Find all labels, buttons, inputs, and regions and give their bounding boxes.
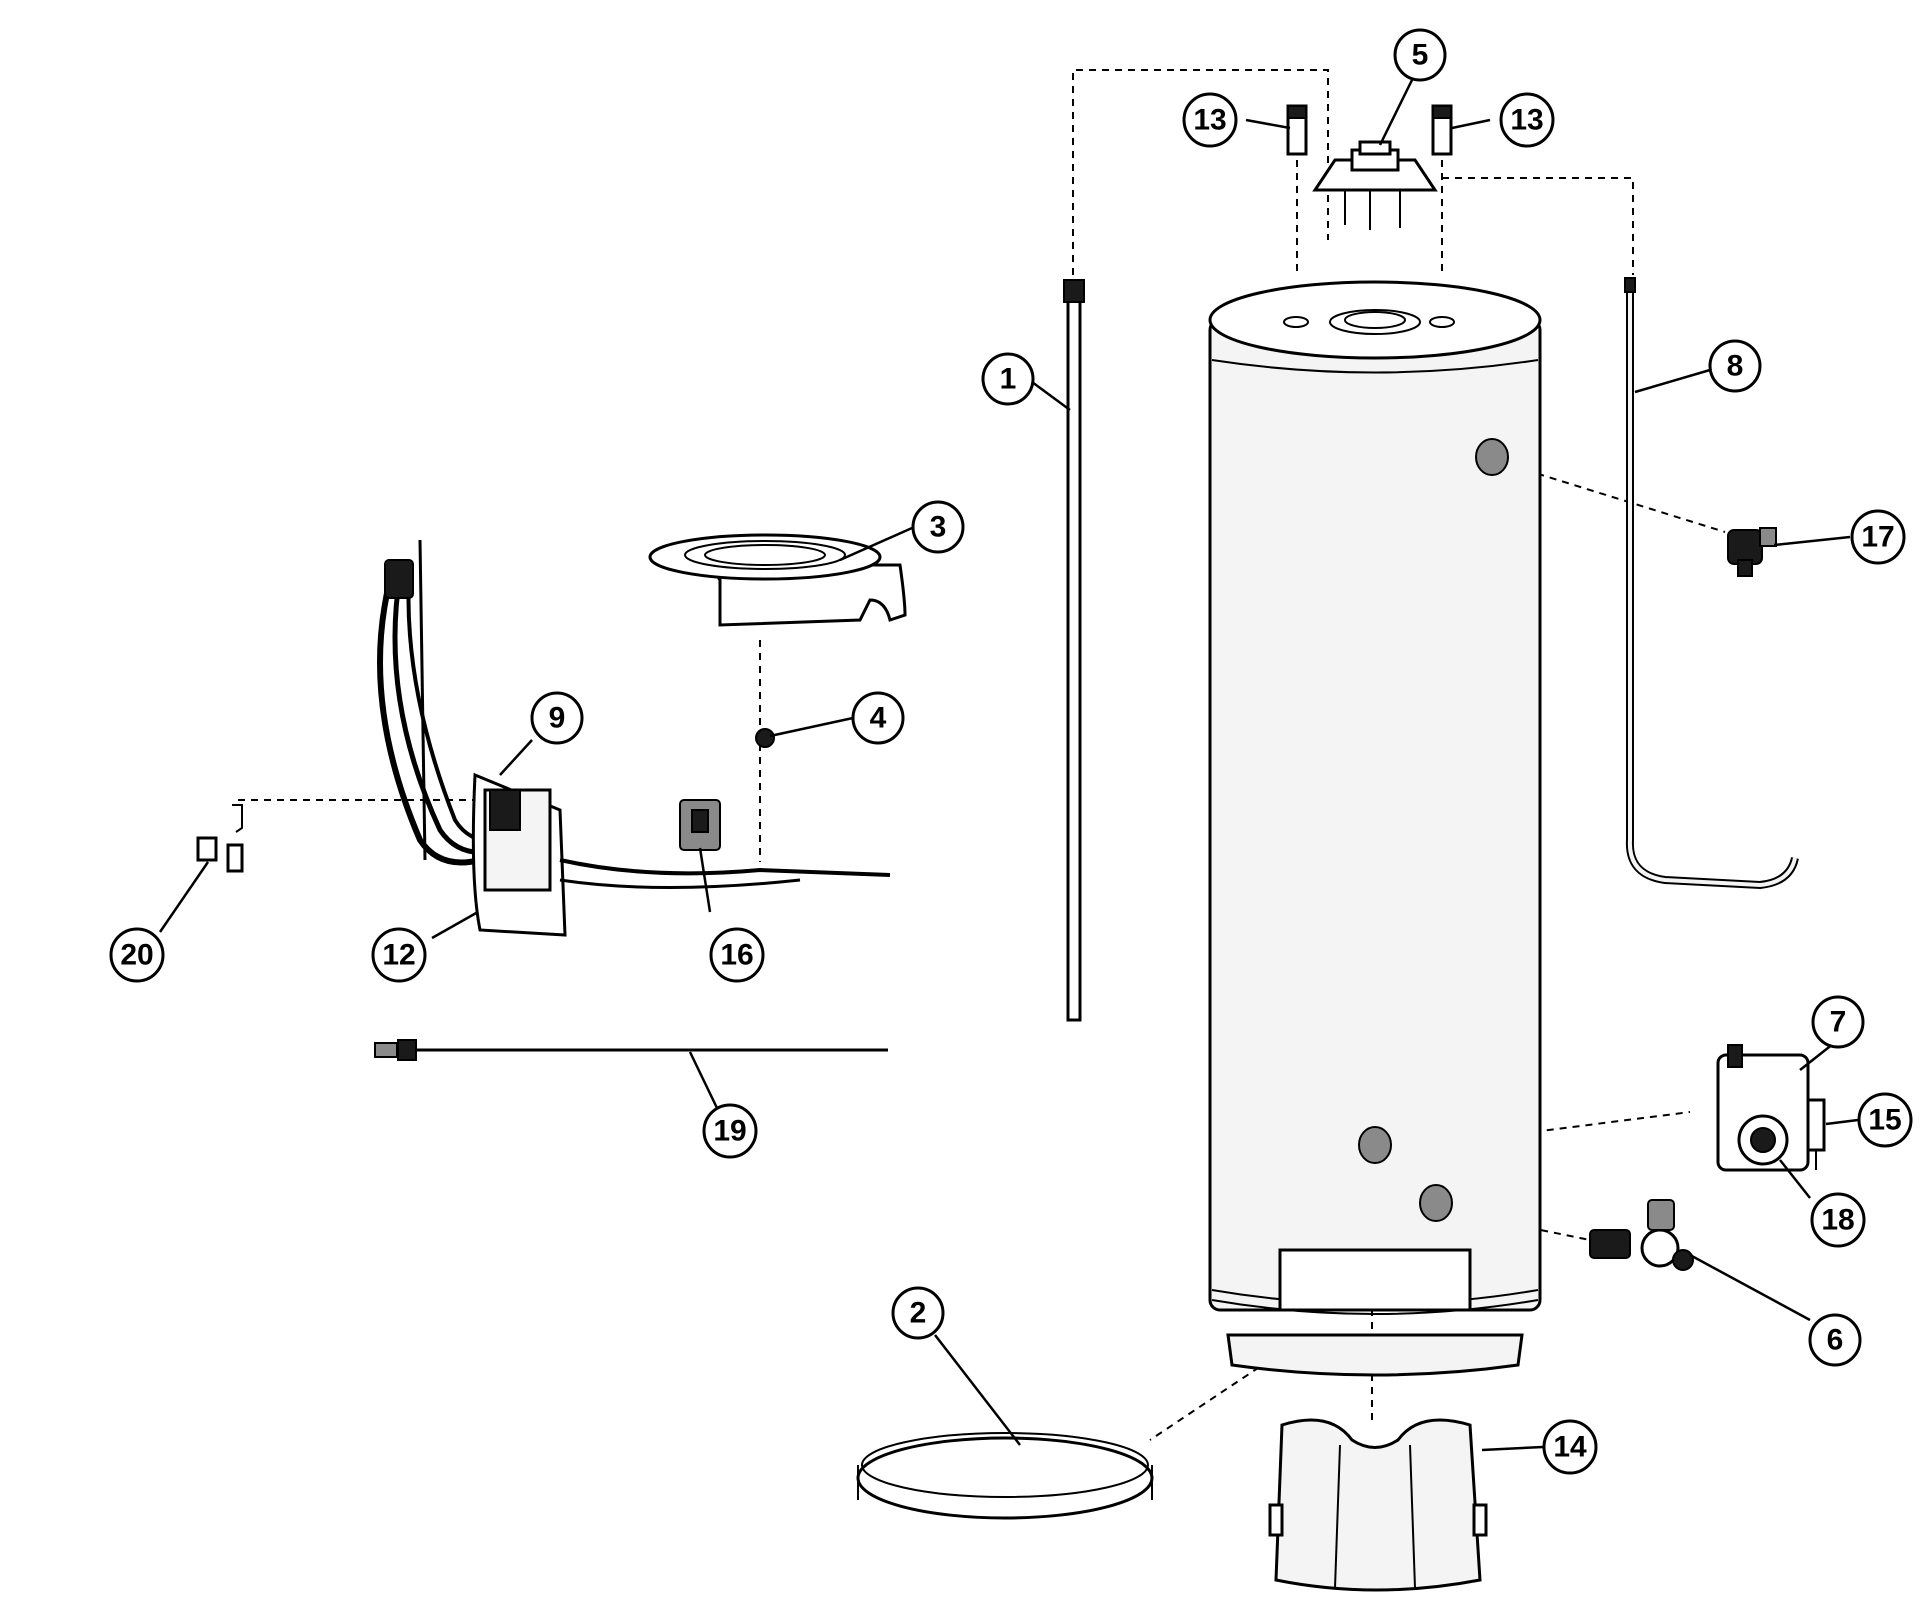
callout-3-label: 3 xyxy=(930,511,947,544)
callout-13-right-label: 13 xyxy=(1510,104,1543,137)
callout-3: 3 xyxy=(911,500,965,554)
base-skirt xyxy=(1268,1418,1488,1592)
water-heater-tank xyxy=(1208,280,1542,1377)
flue-diverter xyxy=(1312,140,1438,230)
callout-13-right: 13 xyxy=(1499,92,1555,148)
callout-13-left: 13 xyxy=(1182,92,1238,148)
clips xyxy=(196,804,244,873)
thermocouple xyxy=(374,1039,888,1061)
callout-9-label: 9 xyxy=(549,702,566,735)
dip-tube xyxy=(1624,277,1799,890)
orifice xyxy=(755,728,775,748)
callout-7: 7 xyxy=(1811,995,1865,1049)
callout-17: 17 xyxy=(1850,509,1906,565)
callout-4: 4 xyxy=(851,691,905,745)
base-ring xyxy=(856,1432,1154,1520)
callout-12: 12 xyxy=(371,927,427,983)
callout-4-label: 4 xyxy=(870,702,887,735)
relief-valve xyxy=(1727,527,1777,577)
callout-20: 20 xyxy=(109,927,165,983)
anode-rod xyxy=(1063,279,1085,1022)
callout-7-label: 7 xyxy=(1830,1006,1847,1039)
callout-14: 14 xyxy=(1542,1419,1598,1475)
callout-8: 8 xyxy=(1708,339,1762,393)
callout-13-left-label: 13 xyxy=(1193,104,1226,137)
callout-14-label: 14 xyxy=(1553,1431,1587,1464)
callout-2: 2 xyxy=(891,1286,945,1340)
heat-trap-nipple-right xyxy=(1431,104,1453,156)
drain-valve xyxy=(1589,1199,1694,1271)
callout-1: 1 xyxy=(981,352,1035,406)
callout-17-label: 17 xyxy=(1861,521,1894,554)
callout-15-label: 15 xyxy=(1868,1104,1901,1137)
callout-19-label: 19 xyxy=(713,1115,746,1148)
callout-6: 6 xyxy=(1808,1313,1862,1367)
callout-16-label: 16 xyxy=(720,939,753,972)
heat-trap-nipple-left xyxy=(1286,104,1308,156)
manifold-assembly xyxy=(377,539,891,937)
callout-8-label: 8 xyxy=(1727,350,1744,383)
leader-lines xyxy=(158,79,1859,1452)
gas-control-valve xyxy=(1716,1044,1826,1172)
callout-5-label: 5 xyxy=(1412,39,1429,72)
callout-18: 18 xyxy=(1810,1192,1866,1248)
burner xyxy=(648,533,907,627)
callout-19: 19 xyxy=(702,1103,758,1159)
callout-20-label: 20 xyxy=(120,939,153,972)
callout-5: 5 xyxy=(1393,28,1447,82)
callout-18-label: 18 xyxy=(1821,1204,1854,1237)
callout-9: 9 xyxy=(530,691,584,745)
callout-6-label: 6 xyxy=(1827,1324,1844,1357)
callout-16: 16 xyxy=(709,927,765,983)
callout-2-label: 2 xyxy=(910,1297,927,1330)
callout-12-label: 12 xyxy=(382,939,415,972)
callout-15: 15 xyxy=(1857,1092,1913,1148)
callout-1-label: 1 xyxy=(1000,363,1017,396)
